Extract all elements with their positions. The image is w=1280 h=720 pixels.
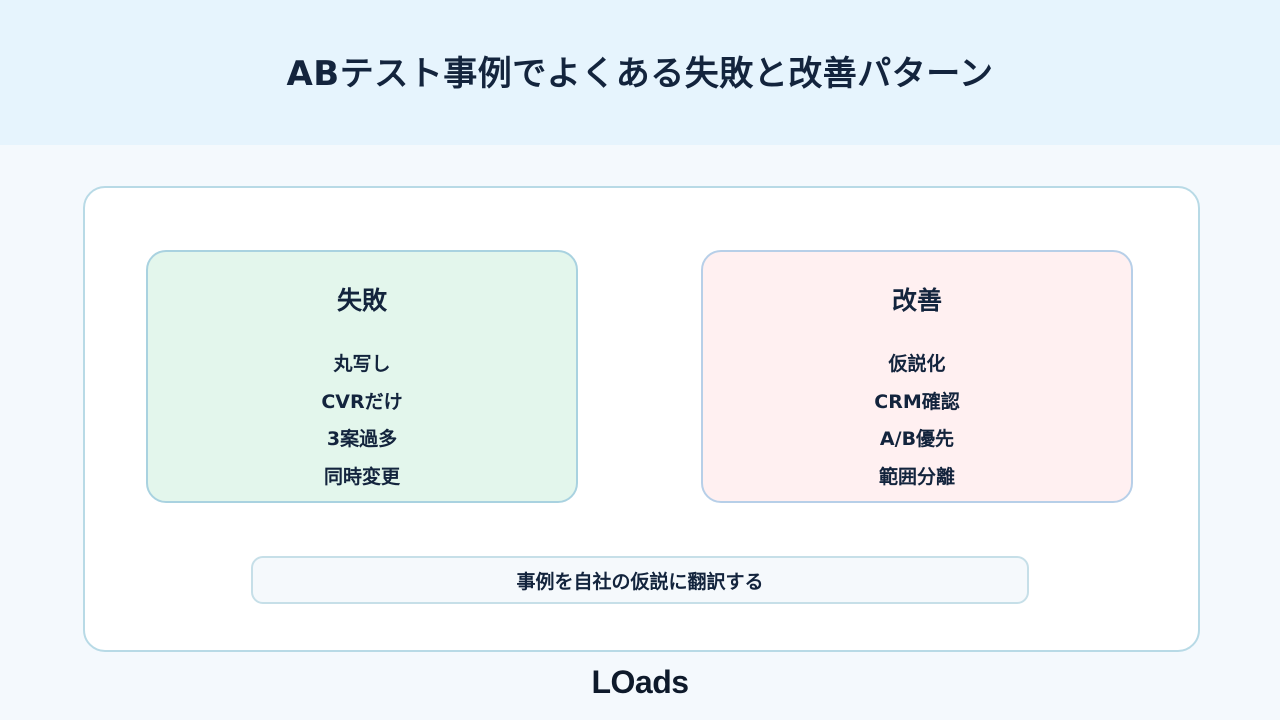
improvement-item: 範囲分離 (878, 465, 955, 488)
failure-item: 丸写し (333, 353, 391, 375)
improvement-item: 仮説化 (888, 353, 946, 375)
improvement-item: A/B優先 (879, 428, 955, 450)
summary-text: 事例を自社の仮説に翻訳する (516, 570, 764, 593)
failure-item: 同時変更 (323, 465, 400, 488)
improvement-item: CRM確認 (874, 390, 960, 413)
failure-item: CVRだけ (321, 390, 403, 413)
header-banner: ABテスト事例でよくある失敗と改善パターン (0, 0, 1280, 145)
failure-heading: 失敗 (336, 286, 387, 315)
failure-panel: 失敗 丸写し CVRだけ 3案過多 同時変更 (146, 250, 578, 503)
improvement-list: 仮説化 CRM確認 A/B優先 範囲分離 (703, 346, 1131, 496)
improvement-heading: 改善 (891, 286, 942, 315)
failure-item: 3案過多 (326, 428, 398, 450)
improvement-panel: 改善 仮説化 CRM確認 A/B優先 範囲分離 (701, 250, 1133, 503)
page-title: ABテスト事例でよくある失敗と改善パターン (286, 54, 994, 94)
brand-logo: LOads (591, 664, 689, 700)
failure-list: 丸写し CVRだけ 3案過多 同時変更 (148, 346, 576, 496)
summary-box: 事例を自社の仮説に翻訳する (251, 556, 1029, 604)
